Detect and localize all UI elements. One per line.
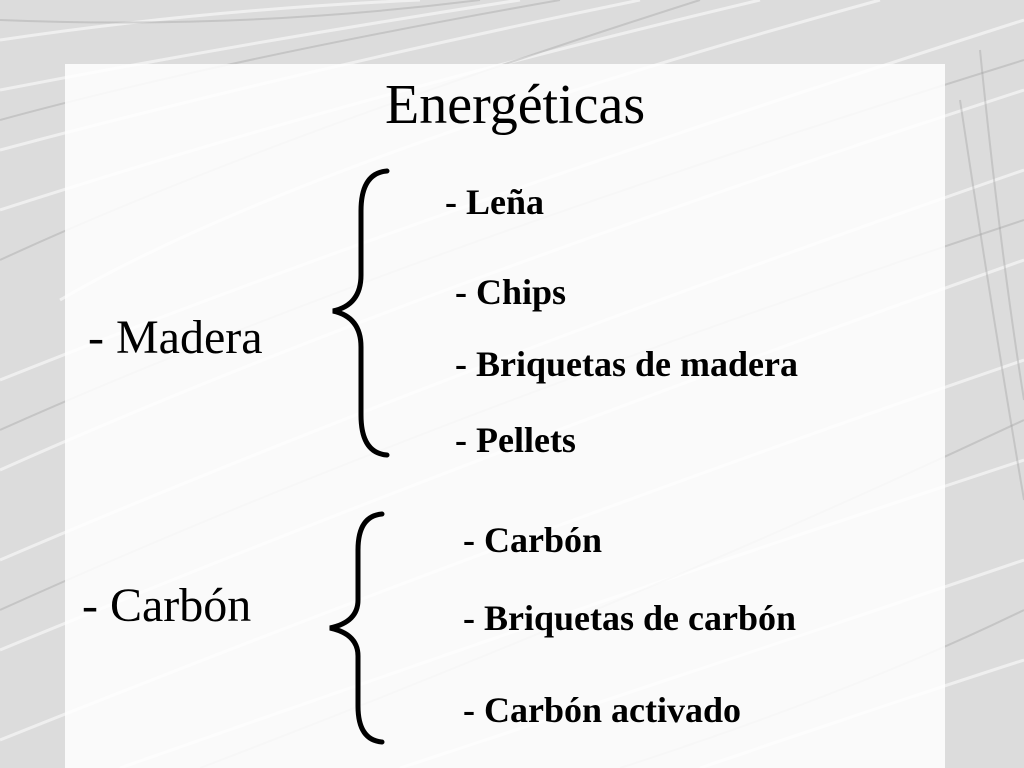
brace-madera xyxy=(332,168,390,458)
slide-title: Energéticas xyxy=(385,74,646,136)
item-briquetas-carbon: - Briquetas de carbón xyxy=(463,598,796,638)
item-lena: - Leña xyxy=(445,182,544,222)
brace-carbon xyxy=(329,511,385,745)
group-label-madera: - Madera xyxy=(88,311,263,364)
item-pellets: - Pellets xyxy=(455,420,576,460)
item-briquetas-madera: - Briquetas de madera xyxy=(455,344,798,384)
item-chips: - Chips xyxy=(455,272,567,312)
item-carbon-activado: - Carbón activado xyxy=(463,690,741,730)
item-carbon: - Carbón xyxy=(463,520,603,560)
group-label-carbon: - Carbón xyxy=(82,579,252,632)
slide-panel xyxy=(65,64,945,768)
